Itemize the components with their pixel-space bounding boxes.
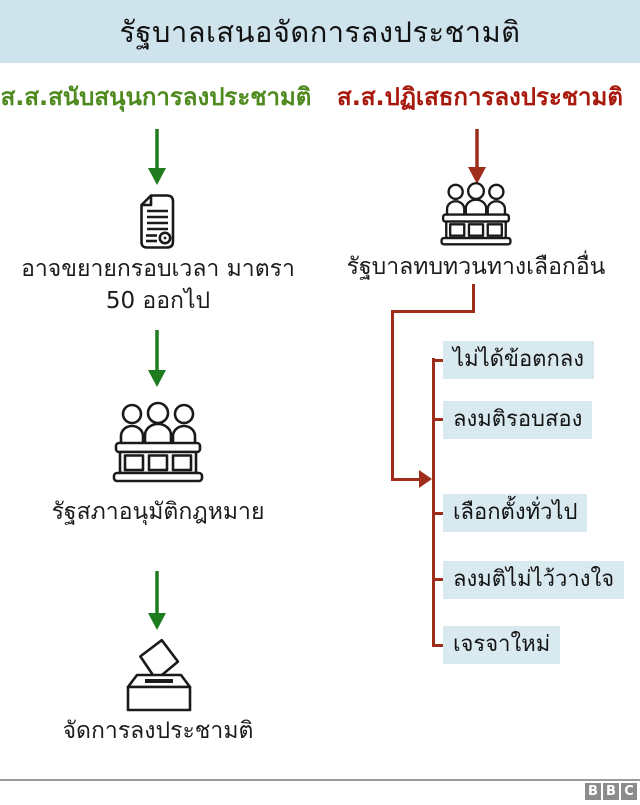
- option-tick: [432, 644, 445, 647]
- option-box-no-agreement: ไม่ได้ข้อตกลง: [443, 341, 595, 379]
- down-arrow-icon: [147, 330, 167, 387]
- connector-segment: [391, 310, 394, 481]
- option-tick: [432, 418, 445, 421]
- left-step1-caption: อาจขยายกรอบเวลา มาตรา 50 ออกไป: [20, 253, 296, 317]
- option-box-renegotiate: เจรจาใหม่: [443, 626, 561, 664]
- footer-divider: [0, 779, 640, 781]
- option-box-no-confidence: ลงมติไม่ไว้วางใจ: [443, 561, 625, 599]
- document-icon: [138, 193, 176, 250]
- connector-segment: [391, 310, 475, 313]
- left-column-header: ส.ส.สนับสนุนการลงประชามติ: [0, 83, 312, 111]
- right-column-header: ส.ส.ปฏิเสธการลงประชามติ: [337, 83, 623, 111]
- left-step1-line2: 50 ออกไป: [105, 288, 211, 314]
- right-step1-caption: รัฐบาลทบทวนทางเลือกอื่น: [346, 254, 606, 280]
- bbc-logo-letter: C: [621, 783, 637, 800]
- bbc-logo-letter: B: [585, 783, 601, 800]
- left-step1-line1: อาจขยายกรอบเวลา มาตรา: [21, 256, 295, 282]
- option-tick: [432, 359, 445, 362]
- bbc-logo: B B C: [585, 783, 637, 800]
- connector-segment: [391, 478, 419, 481]
- right-arrowhead-icon: [419, 470, 432, 488]
- parliament-icon: [112, 399, 204, 483]
- option-tick: [432, 578, 445, 581]
- title-bar: รัฐบาลเสนอจัดการลงประชามติ: [0, 0, 640, 63]
- left-step3-caption: จัดการลงประชามติ: [62, 718, 254, 744]
- option-box-general-election: เลือกตั้งทั่วไป: [443, 494, 588, 532]
- option-tick: [432, 512, 445, 515]
- page-title: รัฐบาลเสนอจัดการลงประชามติ: [119, 14, 521, 49]
- down-arrow-icon: [467, 129, 487, 184]
- ballot-box-icon: [122, 637, 196, 713]
- options-spine: [432, 358, 435, 647]
- parliament-icon: [440, 180, 512, 246]
- down-arrow-icon: [147, 129, 167, 185]
- down-arrow-icon: [147, 571, 167, 630]
- left-step2-caption: รัฐสภาอนุมัติกฎหมาย: [51, 499, 265, 525]
- bbc-logo-letter: B: [603, 783, 619, 800]
- option-box-second-vote: ลงมติรอบสอง: [443, 401, 593, 439]
- connector-segment: [472, 284, 475, 313]
